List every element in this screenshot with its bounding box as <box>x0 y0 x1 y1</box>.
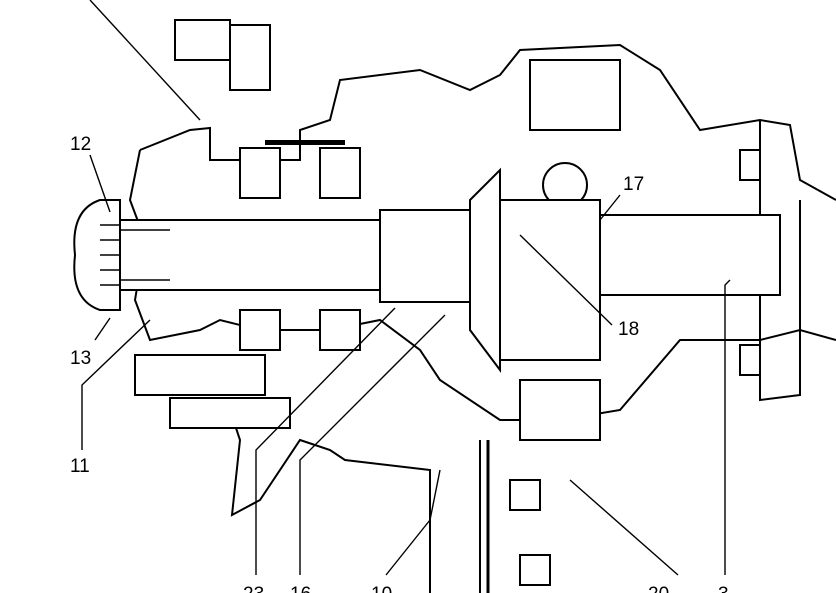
housing <box>128 43 836 593</box>
output-shaft <box>73 199 781 311</box>
leader-lines <box>81 0 731 576</box>
callout-18: 18 <box>618 319 639 340</box>
callout-12: 12 <box>70 134 91 155</box>
callout-10: 10 <box>371 584 392 593</box>
bolts <box>134 19 761 586</box>
callout-17: 17 <box>623 174 644 195</box>
callout-23: 23 <box>243 584 264 593</box>
bearings <box>239 59 621 441</box>
callout-16: 16 <box>290 584 311 593</box>
callout-20: 20 <box>648 584 669 593</box>
callout-11: 11 <box>70 456 90 477</box>
callout-3: 3 <box>718 584 729 593</box>
callout-13: 13 <box>70 348 91 369</box>
